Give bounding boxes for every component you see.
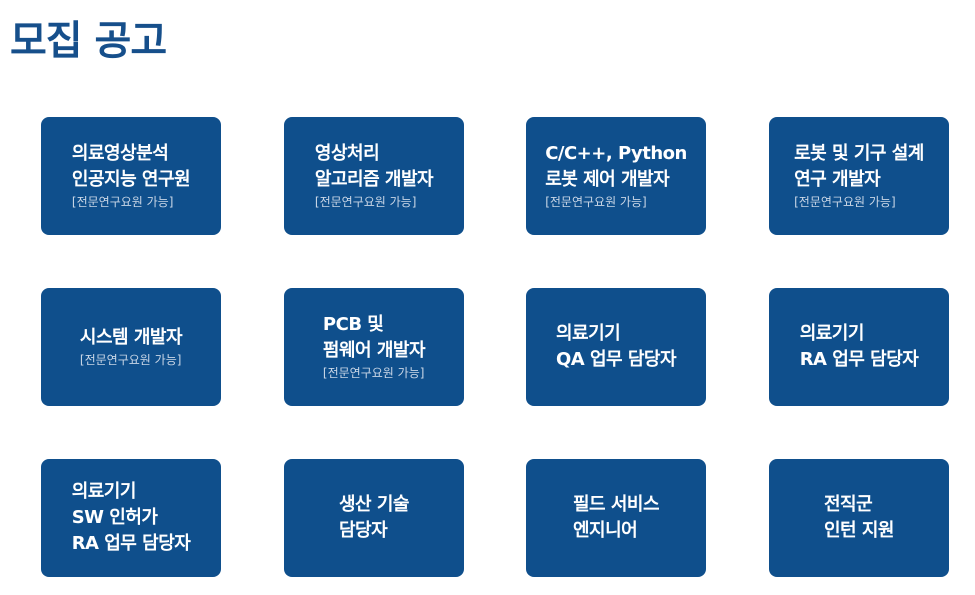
job-title-line: 시스템 개발자 <box>79 327 183 348</box>
job-title-line: QA 업무 담당자 <box>555 349 677 370</box>
job-title-line: 의료기기 <box>555 323 621 344</box>
job-title-line: SW 인허가 <box>71 507 158 528</box>
job-title-line: 담당자 <box>338 520 388 541</box>
job-card-content: 의료기기 SW 인허가 RA 업무 담당자 <box>72 479 191 557</box>
job-note: [전문연구요원 가능] <box>545 195 647 209</box>
job-title-line: RA 업무 담당자 <box>71 533 191 554</box>
job-card[interactable]: 의료기기 RA 업무 담당자 <box>769 288 949 406</box>
job-title-line: 로봇 제어 개발자 <box>545 169 670 190</box>
job-title-line: PCB 및 <box>322 314 384 335</box>
job-title-line: 전직군 <box>823 494 873 515</box>
job-title-line: 인공지능 연구원 <box>71 169 191 190</box>
job-title-line: 인턴 지원 <box>823 520 895 541</box>
job-card-content: 의료기기 QA 업무 담당자 <box>555 321 677 373</box>
job-card-content: 의료기기 RA 업무 담당자 <box>800 321 919 373</box>
job-note: [전문연구요원 가능] <box>314 195 417 209</box>
page-title: 모집 공고 <box>10 18 167 64</box>
job-card[interactable]: 시스템 개발자 [전문연구요원 가능] <box>41 288 221 406</box>
job-title-line: 의료기기 <box>799 323 865 344</box>
job-title-line: 의료기기 <box>71 481 137 502</box>
job-title-line: C/C++, Python <box>545 143 687 164</box>
job-title-line: 엔지니어 <box>572 520 638 541</box>
job-card-content: 시스템 개발자 [전문연구요원 가능] <box>79 325 183 369</box>
job-note: [전문연구요원 가능] <box>322 366 425 380</box>
job-note: [전문연구요원 가능] <box>71 195 174 209</box>
job-title-line: 로봇 및 기구 설계 <box>794 143 924 164</box>
job-title-line: 의료영상분석 <box>71 143 169 164</box>
job-title-line: 생산 기술 <box>338 494 410 515</box>
job-title-line: RA 업무 담당자 <box>799 349 919 370</box>
job-title-line: 펌웨어 개발자 <box>322 340 426 361</box>
job-note: [전문연구요원 가능] <box>794 195 896 209</box>
job-card[interactable]: 의료기기 QA 업무 담당자 <box>526 288 706 406</box>
job-title-line: 영상처리 <box>314 143 380 164</box>
job-title-line: 필드 서비스 <box>572 494 660 515</box>
job-note: [전문연구요원 가능] <box>79 353 182 367</box>
job-card[interactable]: 의료기기 SW 인허가 RA 업무 담당자 <box>41 459 221 577</box>
job-card-content: C/C++, Python 로봇 제어 개발자 [전문연구요원 가능] <box>545 141 687 211</box>
job-title-line: 알고리즘 개발자 <box>314 169 434 190</box>
job-card[interactable]: C/C++, Python 로봇 제어 개발자 [전문연구요원 가능] <box>526 117 706 235</box>
job-title-line: 연구 개발자 <box>794 169 881 190</box>
